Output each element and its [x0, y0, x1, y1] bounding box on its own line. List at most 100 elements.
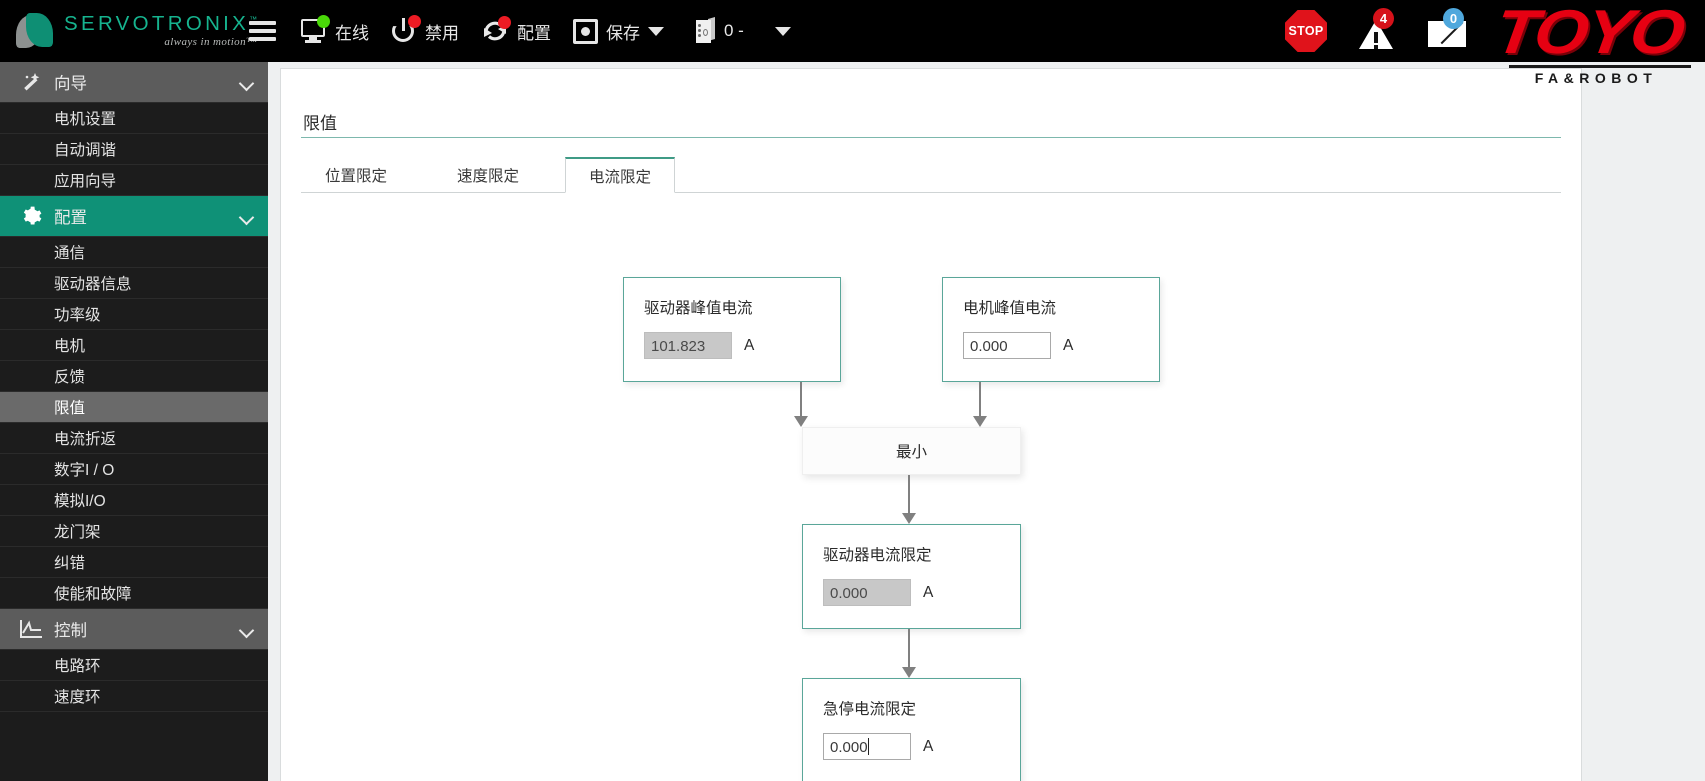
- sidebar-item-enable-fault[interactable]: 使能和故障: [0, 578, 268, 609]
- chevron-down-icon[interactable]: [239, 209, 254, 224]
- axis-dropdown-button[interactable]: [755, 0, 811, 62]
- brand-name: SERVOTRONIX: [64, 12, 249, 35]
- sidebar-item-label: 使能和故障: [54, 582, 132, 604]
- sidebar-item-label: 功率级: [54, 303, 101, 325]
- power-icon: [391, 18, 417, 44]
- sidebar-item-label: 模拟I/O: [54, 489, 106, 511]
- axis-selector-button[interactable]: 0 -: [683, 0, 755, 62]
- disable-drive-button[interactable]: 禁用: [380, 0, 470, 62]
- servotronix-logo: SERVOTRONIX™ always in motion™: [0, 11, 235, 51]
- sidebar-item-foldback[interactable]: 电流折返: [0, 423, 268, 454]
- current-limits-diagram: 驱动器峰值电流 101.823 A 电机峰值电流 0.000 A: [281, 193, 1581, 781]
- arrow-min-to-drive-limit: [902, 475, 916, 524]
- sidebar-item-label: 电机: [54, 334, 85, 356]
- sidebar-item-current-loop[interactable]: 电路环: [0, 650, 268, 681]
- node-drive-current-limit: 驱动器电流限定 0.000 A: [802, 524, 1021, 629]
- node-motor-peak-current: 电机峰值电流 0.000 A: [942, 277, 1160, 382]
- messages-count-badge: 0: [1443, 8, 1464, 29]
- estop-current-limit-unit: A: [923, 738, 933, 756]
- sidebar-item-label: 电流折返: [54, 427, 116, 449]
- save-label: 保存: [606, 19, 640, 44]
- hamburger-icon: [249, 21, 276, 41]
- save-icon: [573, 19, 598, 44]
- tab-label: 速度限定: [457, 164, 519, 186]
- sidebar-item-motor-setup[interactable]: 电机设置: [0, 103, 268, 134]
- sidebar-item-label: 驱动器信息: [54, 272, 132, 294]
- arrow-drive-limit-to-estop: [902, 629, 916, 678]
- motor-peak-current-input[interactable]: 0.000: [963, 332, 1051, 359]
- node-drive-peak-current: 驱动器峰值电流 101.823 A: [623, 277, 841, 382]
- sidebar-item-communication[interactable]: 通信: [0, 237, 268, 268]
- tab-current-limits[interactable]: 电流限定: [565, 157, 675, 193]
- alerts-button[interactable]: 4: [1355, 10, 1397, 52]
- limits-tabs: 位置限定 速度限定 电流限定: [301, 157, 675, 193]
- disable-label: 禁用: [425, 19, 459, 44]
- chevron-down-icon[interactable]: [239, 75, 254, 90]
- node-estop-current-limit-label: 急停电流限定: [823, 697, 916, 719]
- alerts-count-badge: 4: [1373, 8, 1394, 29]
- brand-tagline: always in motion™: [64, 37, 257, 48]
- sidebar-group-configuration-label: 配置: [48, 204, 239, 228]
- estop-current-limit-value: 0.000: [830, 739, 868, 756]
- online-status-button[interactable]: 在线: [290, 0, 380, 62]
- drive-icon: [694, 18, 716, 44]
- sidebar-item-gantry[interactable]: 龙门架: [0, 516, 268, 547]
- drive-peak-current-input[interactable]: 101.823: [644, 332, 732, 359]
- sidebar-item-velocity-loop[interactable]: 速度环: [0, 681, 268, 712]
- sidebar-item-auto-tune[interactable]: 自动调谐: [0, 134, 268, 165]
- monitor-icon: [301, 19, 327, 43]
- sidebar-item-label: 速度环: [54, 685, 101, 707]
- online-status-dot: [317, 15, 330, 28]
- sidebar-group-wizard[interactable]: 向导: [0, 62, 268, 103]
- axis-dropdown-caret-icon[interactable]: [775, 27, 791, 36]
- sidebar-item-analog-io[interactable]: 模拟I/O: [0, 485, 268, 516]
- top-toolbar: SERVOTRONIX™ always in motion™ 在线 禁用: [0, 0, 1705, 62]
- sidebar-group-wizard-label: 向导: [48, 70, 239, 94]
- save-button[interactable]: 保存: [562, 0, 675, 62]
- sidebar-item-label: 自动调谐: [54, 138, 116, 160]
- sidebar-item-label: 通信: [54, 241, 85, 263]
- limits-panel: 限值 位置限定 速度限定 电流限定 驱动器峰值电流 101.823 A: [280, 68, 1582, 781]
- sidebar-item-motor[interactable]: 电机: [0, 330, 268, 361]
- tab-label: 位置限定: [325, 164, 387, 186]
- chevron-down-icon[interactable]: [239, 622, 254, 637]
- sidebar-group-configuration[interactable]: 配置: [0, 196, 268, 237]
- main-content: 限值 位置限定 速度限定 电流限定 驱动器峰值电流 101.823 A: [268, 62, 1705, 781]
- arrow-drive-peak-to-min: [794, 382, 808, 427]
- config-button[interactable]: 配置: [470, 0, 562, 62]
- wand-icon: [14, 71, 48, 93]
- sidebar-item-drive-info[interactable]: 驱动器信息: [0, 268, 268, 299]
- save-dropdown-caret-icon[interactable]: [648, 27, 664, 36]
- sidebar-item-label: 限值: [54, 396, 85, 418]
- sidebar-item-limits[interactable]: 限值: [0, 392, 268, 423]
- control-chart-icon: [14, 618, 48, 640]
- online-label: 在线: [335, 19, 369, 44]
- sidebar-item-label: 应用向导: [54, 169, 116, 191]
- title-divider: [301, 137, 1561, 138]
- tab-label: 电流限定: [589, 165, 651, 187]
- sidebar-group-control[interactable]: 控制: [0, 609, 268, 650]
- drive-current-limit-unit: A: [923, 584, 933, 602]
- sidebar-item-digital-io[interactable]: 数字I / O: [0, 454, 268, 485]
- node-estop-current-limit: 急停电流限定 0.000 A: [802, 678, 1021, 781]
- sidebar-navigation: 向导 电机设置 自动调谐 应用向导 配置 通信 驱动器信息 功率级 电机 反馈 …: [0, 62, 268, 781]
- messages-button[interactable]: 0: [1425, 10, 1467, 52]
- tab-position-limits[interactable]: 位置限定: [301, 157, 411, 193]
- stop-label: STOP: [1288, 24, 1323, 38]
- drive-current-limit-input[interactable]: 0.000: [823, 579, 911, 606]
- stop-button[interactable]: STOP: [1285, 10, 1327, 52]
- tab-velocity-limits[interactable]: 速度限定: [433, 157, 543, 193]
- config-status-dot: [498, 16, 511, 29]
- sidebar-item-app-wizard[interactable]: 应用向导: [0, 165, 268, 196]
- config-label: 配置: [517, 19, 551, 44]
- sidebar-item-power-stage[interactable]: 功率级: [0, 299, 268, 330]
- estop-current-limit-input[interactable]: 0.000: [823, 733, 911, 760]
- menu-toggle-button[interactable]: [235, 0, 290, 62]
- sidebar-item-feedback[interactable]: 反馈: [0, 361, 268, 392]
- sidebar-item-label: 电路环: [54, 654, 101, 676]
- gear-icon: [14, 205, 48, 228]
- sidebar-item-label: 电机设置: [54, 107, 116, 129]
- sidebar-item-label: 数字I / O: [54, 458, 114, 480]
- arrow-motor-peak-to-min: [973, 382, 987, 427]
- sidebar-item-error-correction[interactable]: 纠错: [0, 547, 268, 578]
